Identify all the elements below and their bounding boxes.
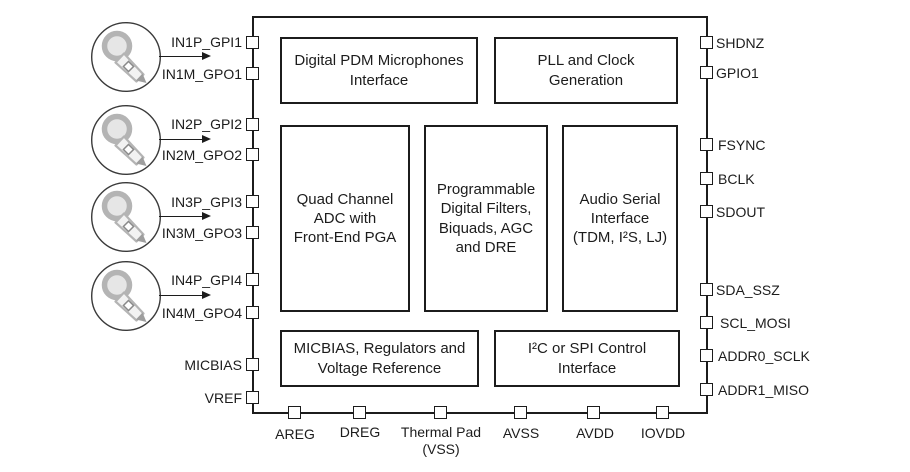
pin-in3m-gpo3 xyxy=(246,226,259,239)
pin-addr1-miso xyxy=(700,383,713,396)
microphone-icon-3 xyxy=(90,181,162,253)
pin-micbias xyxy=(246,358,259,371)
pin-shdnz xyxy=(700,36,713,49)
pin-sda-ssz xyxy=(700,283,713,296)
pin-avdd xyxy=(587,406,600,419)
block-pll-clock-generation: PLL and Clock Generation xyxy=(494,37,678,104)
block-label: PLL and Clock Generation xyxy=(537,52,635,89)
pin-label-in1m-gpo1: IN1M_GPO1 xyxy=(161,66,242,82)
microphone-icon-2 xyxy=(90,104,162,176)
block-label: Digital PDM Microphones Interface xyxy=(294,52,464,89)
pin-label-in4p-gpi4: IN4P_GPI4 xyxy=(171,272,242,288)
mic-input-arrow-1 xyxy=(159,51,211,60)
microphone-icon-1 xyxy=(90,21,162,93)
pin-label-scl-mosi: SCL_MOSI xyxy=(720,315,791,331)
pin-label-micbias: MICBIAS xyxy=(184,357,242,373)
block-label: Quad Channel ADC with Front-End PGA xyxy=(293,190,397,247)
block-quad-channel-adc: Quad Channel ADC with Front-End PGA xyxy=(280,125,410,312)
pin-label-bclk: BCLK xyxy=(718,171,755,187)
pin-label-addr1-miso: ADDR1_MISO xyxy=(718,382,810,398)
pin-label-areg: AREG xyxy=(275,426,315,442)
pin-gpio1 xyxy=(700,66,713,79)
pin-label-gpio1: GPIO1 xyxy=(716,65,759,81)
block-label: Audio Serial Interface (TDM, I²S, LJ) xyxy=(572,190,668,247)
block-label: MICBIAS, Regulators and Voltage Referenc… xyxy=(293,340,466,377)
pin-label-in1p-gpi1: IN1P_GPI1 xyxy=(171,34,242,50)
pin-label-in2p-gpi2: IN2P_GPI2 xyxy=(171,116,242,132)
pin-label-shdnz: SHDNZ xyxy=(716,35,765,51)
pin-in2m-gpo2 xyxy=(246,148,259,161)
block-label: Programmable Digital Filters, Biquads, A… xyxy=(436,181,536,256)
pin-label-in2m-gpo2: IN2M_GPO2 xyxy=(161,147,242,163)
pin-label-sdout: SDOUT xyxy=(716,204,765,220)
pin-label-in3p-gpi3: IN3P_GPI3 xyxy=(171,194,242,210)
pin-bclk xyxy=(700,172,713,185)
pin-in1p-gpi1 xyxy=(246,36,259,49)
pin-scl-mosi xyxy=(700,316,713,329)
pin-in1m-gpo1 xyxy=(246,67,259,80)
pin-in2p-gpi2 xyxy=(246,118,259,131)
pin-in4m-gpo4 xyxy=(246,306,259,319)
pin-label-vref: VREF xyxy=(204,390,242,406)
block-digital-pdm-interface: Digital PDM Microphones Interface xyxy=(280,37,478,104)
pin-sdout xyxy=(700,205,713,218)
pin-in4p-gpi4 xyxy=(246,273,259,286)
pin-label-in3m-gpo3: IN3M_GPO3 xyxy=(161,225,242,241)
block-micbias-regulators: MICBIAS, Regulators and Voltage Referenc… xyxy=(280,330,479,387)
pin-fsync xyxy=(700,138,713,151)
pin-areg xyxy=(288,406,301,419)
pin-label-iovdd: IOVDD xyxy=(640,425,686,441)
pin-avss xyxy=(514,406,527,419)
pin-label-avdd: AVDD xyxy=(576,425,614,441)
mic-input-arrow-3 xyxy=(159,211,211,220)
block-audio-serial-interface: Audio Serial Interface (TDM, I²S, LJ) xyxy=(562,125,678,312)
pin-label-sda-ssz: SDA_SSZ xyxy=(716,282,780,298)
pin-label-in4m-gpo4: IN4M_GPO4 xyxy=(161,305,242,321)
block-label: I²C or SPI Control Interface xyxy=(527,340,647,377)
microphone-icon-4 xyxy=(90,260,162,332)
pin-vref xyxy=(246,391,259,404)
pin-label-fsync: FSYNC xyxy=(718,137,766,153)
pin-label-addr0-sclk: ADDR0_SCLK xyxy=(718,348,810,364)
pin-label-thermal-pad-vss: Thermal Pad (VSS) xyxy=(400,424,482,458)
mic-input-arrow-4 xyxy=(159,290,211,299)
pin-addr0-sclk xyxy=(700,349,713,362)
mic-input-arrow-2 xyxy=(159,134,211,143)
pin-thermal-pad-vss xyxy=(434,406,447,419)
pin-iovdd xyxy=(656,406,669,419)
block-i2c-spi-control: I²C or SPI Control Interface xyxy=(494,330,680,387)
pin-in3p-gpi3 xyxy=(246,195,259,208)
pin-dreg xyxy=(353,406,366,419)
pin-label-avss: AVSS xyxy=(502,425,540,441)
pin-label-dreg: DREG xyxy=(339,424,381,440)
block-digital-filters: Programmable Digital Filters, Biquads, A… xyxy=(424,125,548,312)
